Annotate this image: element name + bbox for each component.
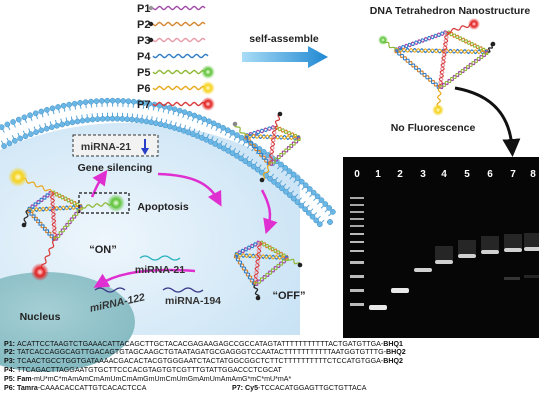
lane-label: 1 xyxy=(375,169,381,180)
no-fluorescence-label: No Fluorescence xyxy=(391,122,476,134)
strand-legend-item: P1 xyxy=(137,3,206,15)
lane-label: 0 xyxy=(354,169,360,180)
strand-label: P6 xyxy=(137,83,150,95)
strand-label: P3 xyxy=(137,35,150,47)
fluorophore-highlight-box xyxy=(78,192,130,214)
on-label: “ON” xyxy=(89,244,117,256)
tetrahedron-assembled xyxy=(378,18,496,116)
gel-electrophoresis-image: 0 1 2 3 4 5 6 7 8 xyxy=(343,157,541,338)
strand-label: P5 xyxy=(137,67,150,79)
nucleus xyxy=(0,272,135,372)
tetrahedron-off xyxy=(233,240,303,301)
lane-label: 6 xyxy=(487,169,493,180)
strand-legend-item: P3 xyxy=(137,35,206,47)
strand-legend-item: P6 xyxy=(137,81,215,95)
lane-label: 3 xyxy=(420,169,426,180)
silencing-arrow xyxy=(90,169,108,198)
tetrahedron-membrane xyxy=(232,111,301,183)
strand-legend-item: P7 xyxy=(137,97,215,111)
sequence-row: P2: TATCACCAGGCAGTTGACAGTGTAGCAAGCTGTAAT… xyxy=(4,348,406,356)
mirna21-box-label: miRNA-21 xyxy=(81,141,131,153)
lane-label: 5 xyxy=(464,169,470,180)
cell-membrane xyxy=(0,97,336,228)
strand-legend-item: P5 xyxy=(137,65,215,79)
mirna194-label: miRNA-194 xyxy=(165,295,221,307)
apoptosis-label: Apoptosis xyxy=(137,201,188,213)
lane-label: 4 xyxy=(441,169,447,180)
gel-canvas: 0 1 2 3 4 5 6 7 8 xyxy=(350,169,541,310)
strand-label: P2 xyxy=(137,19,150,31)
sequence-row: P6: Tamra-CAAACACCATTGTCACACTCCA xyxy=(4,384,147,392)
strand-legend-item: P4 xyxy=(137,51,209,63)
to-gel-arrow xyxy=(454,86,521,157)
mirna21-box xyxy=(72,134,159,157)
self-assemble-label: self-assemble xyxy=(249,33,319,45)
self-assemble-arrow xyxy=(242,46,328,68)
sequence-row: P5: Fam-mU*mC*mAmAmCmAmUmCmAmGmUmCmUmGmA… xyxy=(4,375,292,383)
strand-legend-item: P2 xyxy=(137,19,206,31)
tetrahedron-title: DNA Tetrahedron Nanostructure xyxy=(370,5,531,17)
sequence-row: P3: TCAACTGCCTGGTGATAAAACGACACTACGTGGGAA… xyxy=(4,357,403,365)
mirna21-label: miRNA-21 xyxy=(135,264,185,276)
sequence-row: P7: Cy5-TCCACATGGAGTTGCTGTTACA xyxy=(232,384,367,392)
sequence-row: P1: ACATTCCTAAGTCTGAAACATTACAGCTTGCTACAC… xyxy=(4,340,403,348)
strand-label: P1 xyxy=(137,3,150,15)
gene-silencing-label: Gene silencing xyxy=(78,162,153,174)
apoptosis-arrow xyxy=(157,172,222,207)
mirna-release-arrow xyxy=(93,268,196,288)
tetrahedron-on xyxy=(8,167,125,281)
lane-label: 7 xyxy=(510,169,516,180)
off-arrow xyxy=(260,189,278,235)
sequence-row: P4: TTCAGACTTAGGAATGTGCTTCCCACGTAGTGTCGT… xyxy=(4,366,282,374)
strand-label: P4 xyxy=(137,51,151,63)
off-label: “OFF” xyxy=(273,290,306,302)
nucleus-label: Nucleus xyxy=(20,311,61,323)
lane-label: 2 xyxy=(397,169,403,180)
lane-label: 8 xyxy=(530,169,536,180)
strand-label: P7 xyxy=(137,99,150,111)
